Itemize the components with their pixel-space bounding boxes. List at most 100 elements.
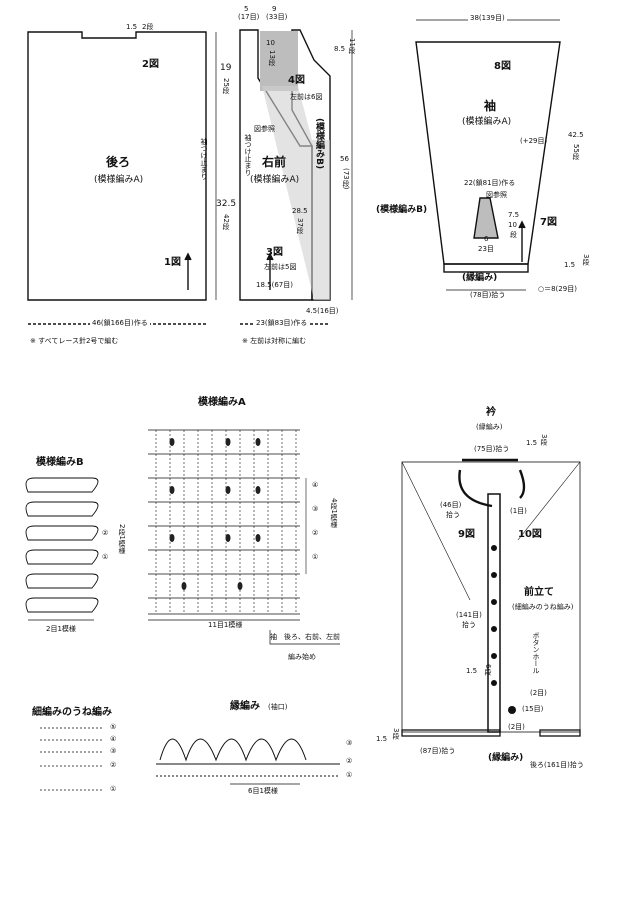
sleeve-ref: 図参照: [486, 191, 507, 199]
back-height-upper-rows: 25段: [222, 78, 230, 94]
sleeve-edge-rows: 3段: [582, 254, 590, 266]
chart-c-title: 細編みのうね編み: [32, 707, 112, 718]
back-piece-outline: [27, 31, 207, 301]
front-left-decrease: 左前は6図: [290, 93, 323, 101]
sleeve-cuff-count: (78目)拾う: [468, 291, 508, 299]
sleeve-b-h: 10: [508, 221, 517, 229]
chart-a-note-body: 後ろ、右前、左前: [284, 633, 340, 641]
chart-d-repeat: 6目1模様: [248, 787, 278, 795]
chart-c-row-2: ②: [110, 761, 117, 769]
note-lace: ※ すべてレース針2号で編む: [30, 337, 119, 345]
finish-two: (2目): [508, 723, 525, 731]
sleeve-b-h-rows: 段: [510, 231, 517, 239]
front-sleeve-mark: 袖つけ止まり: [244, 134, 252, 176]
front-stitch: (模様編みA): [250, 175, 300, 185]
front-band-bottom: 4.5(16目): [306, 307, 339, 315]
front-neck-depth-rows: 13段: [268, 50, 276, 66]
chart-d-row-3: ③: [346, 739, 353, 747]
chart-d-row-1: ①: [346, 771, 353, 779]
finish-fig9: 9図: [458, 529, 475, 540]
chart-d-title: 縁編み: [230, 701, 260, 712]
sleeve-increase: (+29目): [520, 137, 548, 145]
front-fig4: 4図: [288, 75, 305, 86]
chart-c-row-1: ①: [110, 785, 117, 793]
back-fig1: 1図: [164, 257, 181, 268]
finish-collar-edge: 1.5: [526, 439, 538, 447]
chart-a-title: 模様編みA: [198, 397, 246, 408]
chart-a-row-3: ③: [312, 505, 319, 513]
finish-one: (1目): [510, 507, 527, 515]
chart-c-row-4: ④: [110, 735, 117, 743]
chart-a-row-4: ④: [312, 481, 319, 489]
finish-buttonhole-2: (2目): [530, 689, 547, 697]
sleeve-b-label: (模様編みB): [376, 205, 428, 215]
chart-b-title: 模様編みB: [36, 457, 84, 468]
finish-fig10: 10図: [518, 529, 542, 540]
front-left-fig3: 左前は5図: [264, 263, 297, 271]
front-band: (模様編みB): [314, 118, 324, 170]
finish-front-band: 前立て: [524, 587, 554, 598]
front-title: 右前: [262, 155, 287, 169]
sleeve-stitch: (模様編みA): [462, 117, 512, 127]
front-total: 56: [340, 155, 349, 163]
front-top-a-rows: (17目): [238, 13, 260, 21]
back-title: 後ろ: [106, 155, 131, 169]
back-sleeve-mark: 袖つけ止まり: [200, 138, 208, 180]
chart-a-row-1: ①: [312, 553, 319, 561]
front-shoulder: 8.5: [334, 45, 346, 53]
finish-spacing-rows: 6段: [484, 664, 492, 676]
front-ref: 図参照: [254, 125, 275, 133]
front-top-b-rows: (33目): [266, 13, 288, 21]
back-stitch: (模様編みA): [94, 175, 144, 185]
chart-d-sub: (袖口): [268, 703, 288, 711]
chart-a-repeat-side: 4段1模様: [330, 498, 338, 528]
front-top-a: 5: [244, 5, 249, 13]
sleeve-fig7: 7図: [540, 217, 557, 228]
finish-collar-edge-rows: 3段: [540, 434, 548, 446]
chart-a-repeat-bottom: 11目1模様: [208, 621, 243, 629]
chart-a-row-2: ②: [312, 529, 319, 537]
finish-collar-stitch: (縁編み): [476, 423, 503, 431]
sleeve-length: 42.5: [568, 131, 584, 139]
chart-a-note-sleeve: 袖: [270, 633, 277, 641]
finish-buttonhole: ボタンホール: [532, 632, 540, 674]
chart-b-repeat-side: 2段1模様: [118, 524, 126, 554]
finish-fifteen: (15目): [522, 705, 544, 713]
finish-edge-name: (縁編み): [488, 753, 524, 763]
sleeve-fig8: 8図: [494, 61, 511, 72]
chart-c-row-5: ⑤: [110, 723, 117, 731]
front-fig3: 3図: [266, 247, 283, 258]
back-height-lower-rows: 42段: [222, 214, 230, 230]
finish-back-pick: 後ろ(161目)拾う: [530, 761, 584, 769]
front-shoulder-rows: 11段: [348, 38, 356, 54]
front-lower: 28.5: [292, 207, 308, 215]
finish-front-band-stitch: (細編みのうね編み): [512, 603, 574, 611]
chart-c-row-3: ③: [110, 747, 117, 755]
front-bottom: 18.5(67目): [256, 281, 293, 289]
sleeve-b-inner-rows: 23目: [478, 245, 494, 253]
finish-neck-pick2: 拾う: [446, 511, 460, 519]
back-height-lower: 32.5: [216, 199, 237, 209]
chart-d-row-2: ②: [346, 757, 353, 765]
chart-b-repeat-bottom: 2目1模様: [46, 625, 76, 633]
front-top-b: 9: [272, 5, 277, 13]
finish-collar-pick: (75目)拾う: [474, 445, 510, 453]
chart-b-row-2: ②: [102, 529, 109, 537]
chart-a-start: 編み始め: [288, 653, 316, 661]
note-left: ※ 左前は対称に編む: [242, 337, 307, 345]
finish-bottom-pick: (87目)拾う: [420, 747, 456, 755]
back-height-upper: 19: [220, 63, 232, 73]
finish-edge: 1.5: [376, 735, 388, 743]
sleeve-cuff: (縁編み): [462, 273, 498, 283]
sleeve-inner: 22(鎖81目)作る: [464, 179, 516, 187]
front-total-rows: (73段): [342, 168, 350, 190]
sleeve-top: 38(139目): [468, 14, 507, 22]
back-fig2: 2図: [142, 59, 159, 70]
finish-side-pick: (141目): [456, 611, 482, 619]
finish-collar: 衿: [486, 407, 496, 418]
front-neck-depth: 10: [266, 39, 275, 47]
sleeve-title: 袖: [484, 99, 497, 113]
finish-neck-pick: (46目): [440, 501, 462, 509]
sleeve-length-rows: 55段: [572, 144, 580, 160]
back-top-notch: 1.5: [126, 23, 138, 31]
